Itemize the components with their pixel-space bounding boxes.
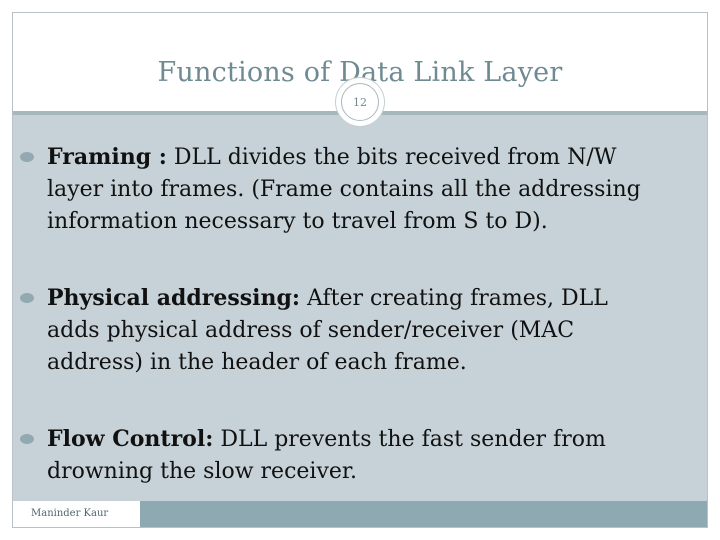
bullet-term: Physical addressing: bbox=[47, 285, 300, 311]
content-area bbox=[13, 115, 707, 501]
footer-author: Maninder Kaur bbox=[31, 508, 109, 519]
bullet-text-line: address) in the header of each frame. bbox=[47, 350, 467, 375]
bullet-item-flow-control: Flow Control: DLL prevents the fast send… bbox=[20, 423, 690, 488]
footer-author-panel bbox=[13, 501, 140, 527]
bullet-text-line: After creating frames, DLL bbox=[306, 286, 608, 311]
bullet-term: Framing : bbox=[47, 144, 167, 170]
bullet-dot-icon bbox=[20, 293, 34, 303]
bullet-dot-icon bbox=[20, 152, 34, 162]
page-number: 12 bbox=[341, 83, 379, 121]
bullet-text-line: adds physical address of sender/receiver… bbox=[47, 318, 575, 343]
bullet-term: Flow Control: bbox=[47, 426, 214, 452]
page-number-badge: 12 bbox=[336, 78, 384, 126]
bullet-item-physical-addressing: Physical addressing: After creating fram… bbox=[20, 282, 690, 379]
bullet-text-line: drowning the slow receiver. bbox=[47, 459, 357, 484]
bullet-dot-icon bbox=[20, 434, 34, 444]
bullet-text-line: information necessary to travel from S t… bbox=[47, 209, 548, 234]
bullet-text-line: DLL divides the bits received from N/W bbox=[173, 145, 617, 170]
bullet-item-framing: Framing : DLL divides the bits received … bbox=[20, 141, 690, 238]
bullet-text-line: layer into frames. (Frame contains all t… bbox=[47, 177, 641, 202]
bullet-list: Framing : DLL divides the bits received … bbox=[20, 141, 690, 488]
bullet-text-line: DLL prevents the fast sender from bbox=[220, 427, 606, 452]
